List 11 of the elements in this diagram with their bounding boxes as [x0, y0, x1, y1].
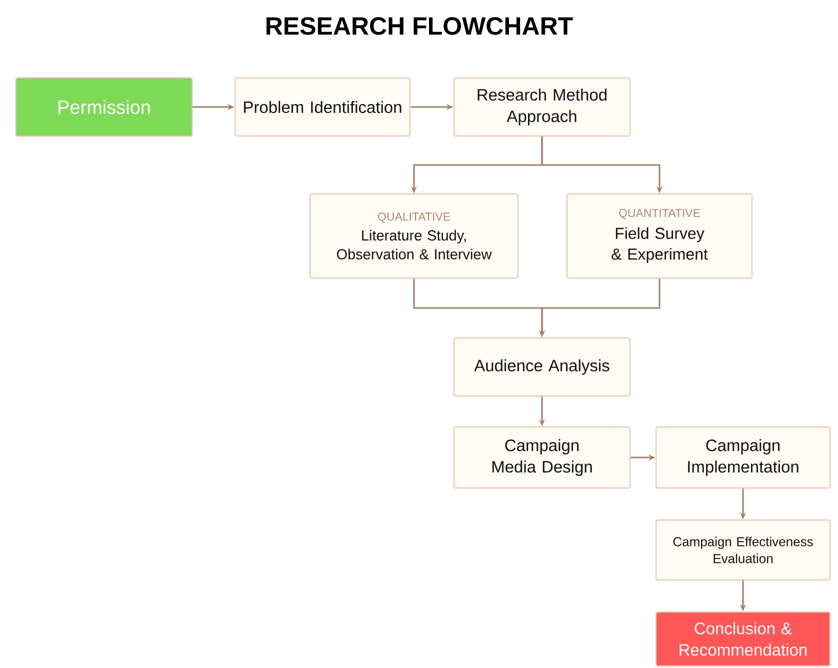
process-box: QUANTITATIVE Field Survey & Experiment	[566, 193, 753, 279]
process-box: Campaign Effectiveness Evaluation	[655, 519, 831, 581]
process-box: Campaign Media Design	[453, 426, 631, 489]
process-box: Audience Analysis	[453, 337, 631, 397]
process-box: Campaign Implementation	[655, 426, 831, 489]
process-box: QUALITATIVE Literature Study, Observation & Interview	[309, 193, 519, 279]
title: RESEARCH FLOWCHART	[266, 17, 573, 35]
process-box: Research Method Approach	[453, 77, 631, 137]
start-box: Permission	[15, 77, 193, 137]
process-box: Problem Identification	[234, 77, 411, 137]
end-box: Conclusion & Recommendation	[655, 611, 831, 667]
